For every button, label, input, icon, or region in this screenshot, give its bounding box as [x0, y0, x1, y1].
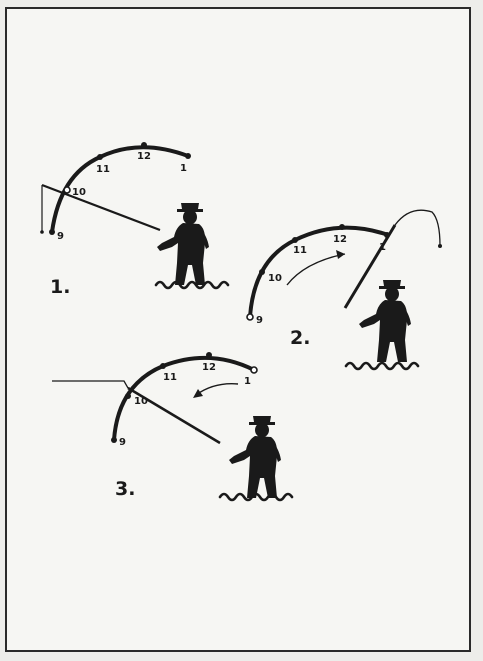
step-label: 3. [115, 478, 135, 500]
dial-12: 12 [333, 234, 347, 245]
motion-arrow [196, 384, 238, 395]
dial-10: 10 [268, 273, 282, 284]
fishing-line [52, 381, 128, 388]
step-1: 9 10 11 12 1 1. [40, 142, 228, 298]
dial-9: 9 [57, 231, 64, 242]
step-3: 9 10 11 12 1 3. [52, 352, 292, 500]
step-label: 2. [290, 327, 310, 349]
dial-1: 1 [244, 376, 251, 387]
angler-silhouette [359, 280, 411, 362]
dial-11: 11 [163, 372, 177, 383]
step-label: 1. [50, 276, 70, 298]
dial-1: 1 [180, 163, 187, 174]
fishing-rod [128, 388, 220, 443]
fishing-line [395, 210, 440, 246]
water-ripples [346, 363, 418, 369]
angler-silhouette [157, 203, 209, 285]
motion-arrow [287, 254, 345, 285]
step-2: 9 10 11 12 1 2. [247, 210, 442, 369]
dial-12: 12 [202, 362, 216, 373]
dial-9: 9 [256, 315, 263, 326]
angler-silhouette [229, 416, 281, 498]
dial-12: 12 [137, 151, 151, 162]
dial-11: 11 [96, 164, 110, 175]
dial-9: 9 [119, 437, 126, 448]
arrow-head [336, 250, 345, 259]
dial-11: 11 [293, 245, 307, 256]
arrow-head [193, 389, 203, 398]
fishing-rod [42, 185, 160, 230]
water-ripples [156, 282, 228, 288]
